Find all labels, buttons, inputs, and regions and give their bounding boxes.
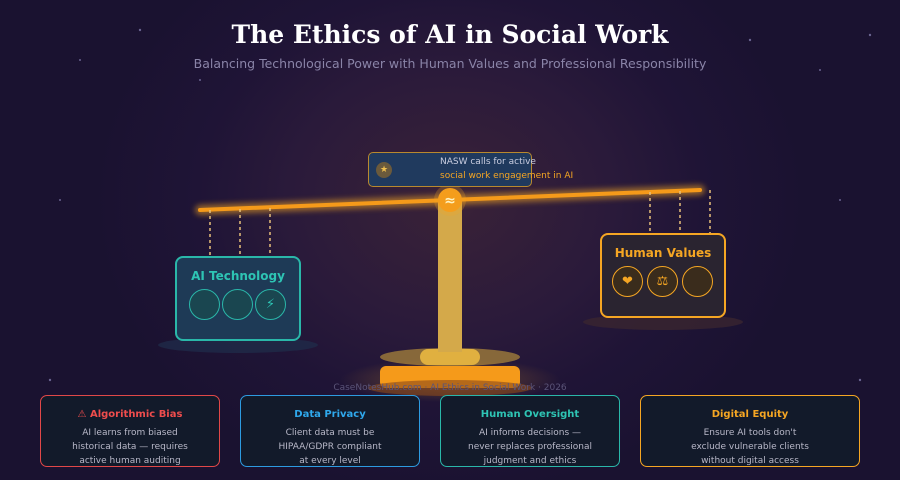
left-pan-chains: [209, 208, 271, 256]
page-title: The Ethics of AI in Social Work: [231, 20, 669, 49]
pivot-glyph: ≈: [444, 193, 456, 209]
banner-text-line1: NASW calls for active: [440, 157, 536, 167]
ai-icon-circle-1: [189, 289, 220, 320]
card-title: Data Privacy: [294, 409, 366, 420]
card-line: without digital access: [701, 456, 799, 466]
scale-pillar: [438, 200, 462, 352]
right-pan-shadow: [583, 314, 743, 330]
human-values-label: Human Values: [614, 246, 712, 260]
footer-credit: CaseNotesHub.com · AI Ethics in Social W…: [333, 383, 567, 393]
scale-pivot: [438, 188, 462, 212]
card-title: ⚠ Algorithmic Bias: [77, 409, 183, 420]
card-title: Human Oversight: [480, 409, 580, 420]
nasw-banner: [368, 152, 532, 187]
card-human-oversight: Human Oversight AI informs decisions — n…: [440, 395, 620, 467]
card-body: AI informs decisions — never replaces pr…: [441, 426, 619, 468]
left-pan-shadow: [158, 337, 318, 353]
star-dots: [48, 28, 872, 382]
card-line: exclude vulnerable clients: [691, 442, 809, 452]
hv-icon-circle-3: [682, 266, 713, 297]
scale-base-shadow: [368, 380, 532, 396]
card-body: Client data must be HIPAA/GDPR compliant…: [241, 426, 419, 468]
card-line: AI informs decisions —: [478, 428, 582, 438]
card-line: at every level: [299, 456, 361, 466]
card-digital-equity: Digital Equity Ensure AI tools don't exc…: [640, 395, 860, 467]
lightning-icon: ⚡: [255, 289, 286, 320]
card-line: Client data must be: [285, 428, 375, 438]
card-line: historical data — requires: [72, 442, 188, 452]
ai-technology-label: AI Technology: [191, 269, 285, 283]
card-line: HIPAA/GDPR compliant: [278, 442, 382, 452]
card-line: AI learns from biased: [82, 428, 178, 438]
card-body: AI learns from biased historical data — …: [41, 426, 219, 468]
scales-icon: ⚖: [647, 266, 678, 297]
star-icon: ★: [376, 162, 392, 178]
card-line: judgment and ethics: [483, 456, 577, 466]
card-line: Ensure AI tools don't: [703, 428, 797, 438]
card-data-privacy: Data Privacy Client data must be HIPAA/G…: [240, 395, 420, 467]
card-body: Ensure AI tools don't exclude vulnerable…: [641, 426, 859, 468]
card-title: Digital Equity: [711, 409, 789, 420]
ai-icon-circle-2: [222, 289, 253, 320]
right-pan-chains: [649, 190, 711, 233]
card-line: never replaces professional: [467, 442, 592, 452]
banner-text-line2: social work engagement in AI: [440, 171, 574, 181]
page-subtitle: Balancing Technological Power with Human…: [193, 56, 707, 71]
card-line: active human auditing: [79, 456, 181, 466]
card-algorithmic-bias: ⚠ Algorithmic Bias AI learns from biased…: [40, 395, 220, 467]
heart-icon: ❤: [612, 266, 643, 297]
